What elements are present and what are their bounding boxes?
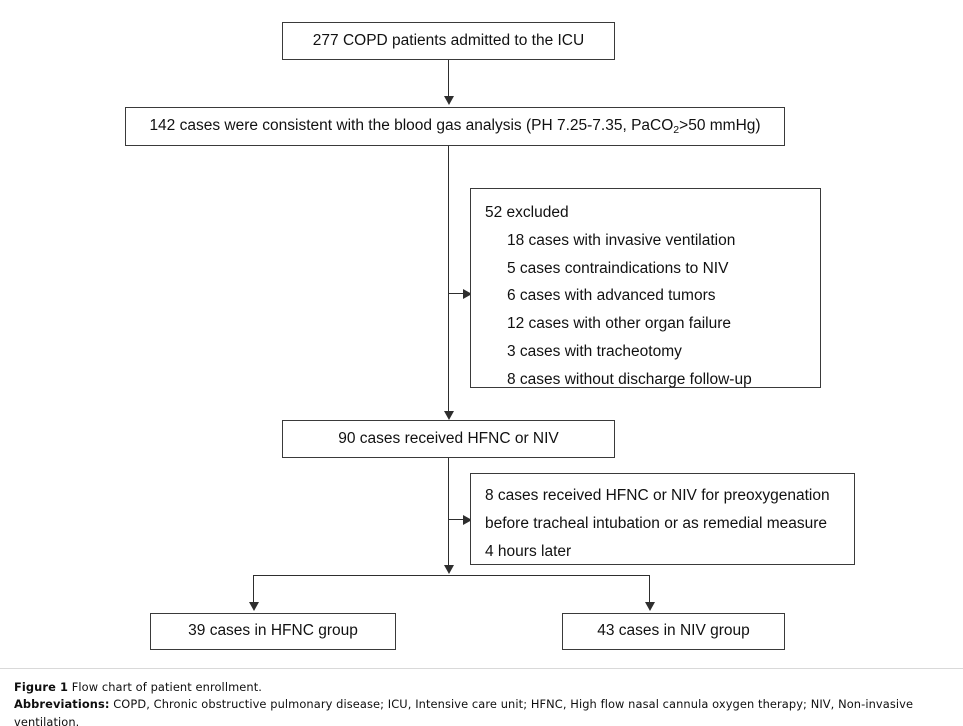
excluded-item: 3 cases with tracheotomy [507, 342, 682, 360]
box-hfnc-group: 39 cases in HFNC group [150, 613, 396, 650]
connector-to-excluded [449, 293, 470, 294]
box-hfnc-group-label: 39 cases in HFNC group [188, 622, 358, 640]
preoxygenation-line: 8 cases received HFNC or NIV for preoxyg… [485, 487, 830, 504]
connector-bloodgas-to-received [448, 146, 449, 413]
arrowhead-down-niv-group [644, 602, 655, 611]
caption-abbrev-line: Abbreviations: COPD, Chronic obstructive… [14, 696, 953, 726]
caption-divider [0, 668, 963, 669]
figure-title: Flow chart of patient enrollment. [71, 680, 262, 694]
connector-split-horizontal [253, 575, 650, 576]
excluded-item: 18 cases with invasive ventilation [507, 231, 736, 249]
box-blood-gas-label: 142 cases were consistent with the blood… [149, 116, 761, 136]
connector-received-to-split [448, 458, 449, 570]
arrowhead-down-split [443, 565, 454, 574]
box-blood-gas-analysis: 142 cases were consistent with the blood… [125, 107, 785, 146]
box-niv-group: 43 cases in NIV group [562, 613, 785, 650]
abbreviations-text: COPD, Chronic obstructive pulmonary dise… [14, 697, 914, 726]
connector-admitted-to-bloodgas [448, 60, 449, 98]
preoxygenation-line: before tracheal intubation or as remedia… [485, 514, 828, 532]
preoxygenation-line: 4 hours later [485, 542, 572, 560]
excluded-item: 6 cases with advanced tumors [507, 287, 716, 305]
caption-title-line: Figure 1 Flow chart of patient enrollmen… [14, 679, 953, 696]
excluded-item: 8 cases without discharge follow-up [507, 370, 752, 388]
connector-split-right [649, 575, 650, 605]
box-received-label: 90 cases received HFNC or NIV [338, 429, 559, 447]
excluded-heading: 52 excluded [485, 204, 569, 221]
figure-label: Figure 1 [14, 680, 68, 694]
arrowhead-down-bloodgas [443, 96, 454, 105]
arrowhead-down-received [443, 411, 454, 420]
box-admitted-patients: 277 COPD patients admitted to the ICU [282, 22, 615, 60]
box-admitted-label: 277 COPD patients admitted to the ICU [312, 31, 585, 49]
box-received-hfnc-or-niv: 90 cases received HFNC or NIV [282, 420, 615, 458]
excluded-item: 5 cases contraindications to NIV [507, 259, 729, 277]
connector-to-preoxygenation [449, 519, 470, 520]
box-niv-group-label: 43 cases in NIV group [597, 622, 750, 640]
arrowhead-down-hfnc-group [248, 602, 259, 611]
figure-caption: Figure 1 Flow chart of patient enrollmen… [14, 679, 953, 726]
subscript-two: 2 [673, 123, 680, 136]
box-preoxygenation: 8 cases received HFNC or NIV for preoxyg… [470, 473, 855, 565]
connector-split-left [253, 575, 254, 605]
box-excluded: 52 excluded 18 cases with invasive venti… [470, 188, 821, 388]
excluded-item: 12 cases with other organ failure [507, 315, 732, 333]
arrowhead-right-preoxygenation [463, 514, 472, 525]
abbreviations-label: Abbreviations: [14, 697, 110, 712]
arrowhead-right-excluded [463, 288, 472, 299]
